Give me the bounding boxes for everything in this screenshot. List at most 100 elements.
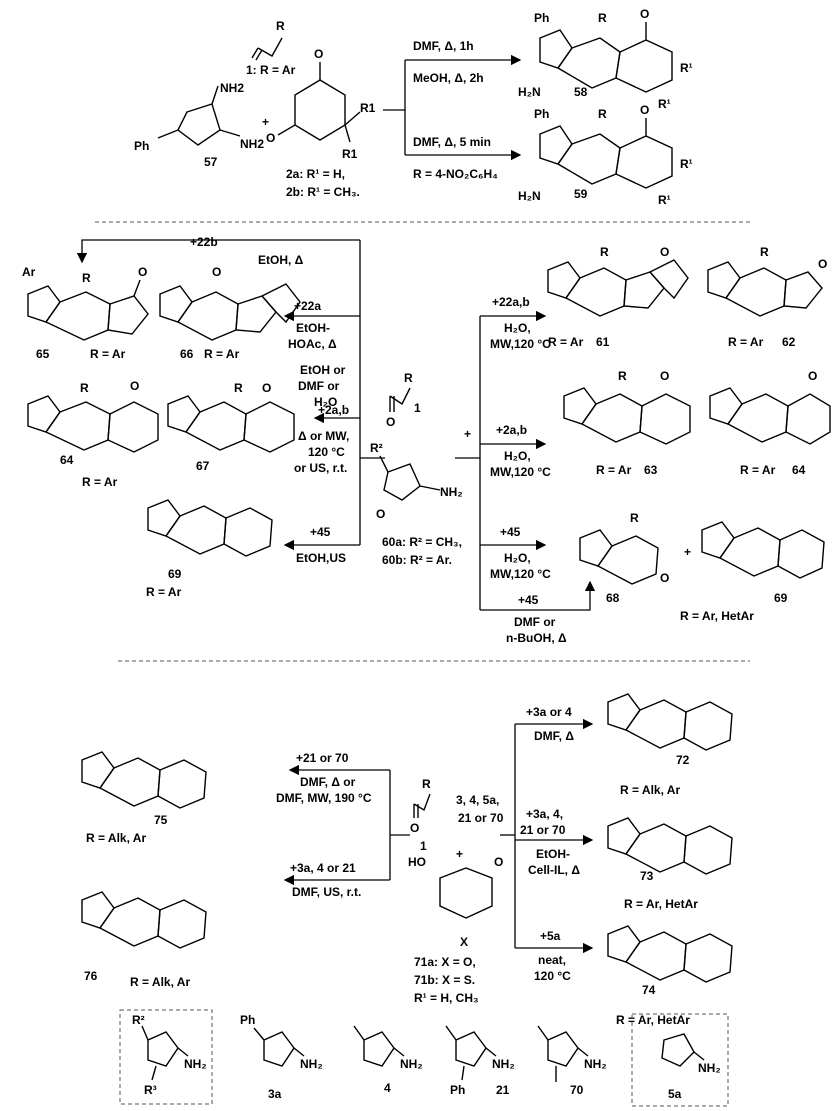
product-67-structure: R O 67: [167, 381, 295, 473]
plus-sign: +: [262, 115, 269, 129]
oxygen-label: O: [808, 369, 817, 383]
cond-75-1: DMF, Δ or: [300, 775, 356, 789]
p69-rlabel: R = Ar: [146, 585, 182, 599]
arrow-73-1: +3a, 4,: [526, 807, 563, 821]
product-73-structure: 73 R = Ar, HetAr: [607, 817, 733, 911]
p61-num: 61: [596, 335, 610, 349]
cond-2ab-left-5: 120 °C: [308, 445, 345, 459]
p59-num: 59: [574, 187, 588, 201]
cond-72: DMF, Δ: [534, 729, 574, 743]
cond-2ab-left-4: Δ or MW,: [298, 429, 349, 443]
plus-mid: +: [684, 545, 691, 559]
p58-num: 58: [574, 85, 588, 99]
p64b-rlabel: R = Ar: [740, 463, 776, 477]
label-2a: 2a: R¹ = H,: [286, 167, 345, 181]
center-60b: 60b: R² = Ar.: [382, 553, 452, 567]
c21-num: 21: [496, 1083, 510, 1097]
product-64-structure: O R 64 R = Ar: [27, 379, 159, 489]
cond-2ab-left-2: DMF or: [298, 379, 340, 393]
generic-r2: R²: [132, 1013, 145, 1027]
center3-list-2: 21 or 70: [458, 811, 504, 825]
p69b-num: 69: [774, 591, 788, 605]
generic-pyrazole: R² NH₂ R³: [132, 1013, 207, 1097]
cond-45-bottom-2: n-BuOH, Δ: [506, 631, 567, 645]
c70-nh2: NH₂: [584, 1057, 607, 1071]
center3-list-1: 3, 4, 5a,: [456, 793, 499, 807]
dione-2-structure: O O R1 R1 2a: R¹ = H, 2b: R¹ = CH₃.: [266, 47, 376, 199]
oxygen-label: O: [660, 245, 669, 259]
cond-45-bottom-1: DMF or: [514, 615, 556, 629]
p65-rlabel: R = Ar: [90, 347, 126, 361]
arrow-2ab-right: +2a,b: [496, 423, 527, 437]
product-74-structure: 74 R = Ar, HetAr: [607, 925, 733, 1027]
p59-r1b: R¹: [658, 193, 671, 207]
center-num1: 1: [414, 401, 421, 415]
cond-22b: EtOH, Δ: [258, 253, 304, 267]
c21-ph: Ph: [450, 1083, 465, 1097]
product-69-right-structure: 69 R = Ar, HetAr: [680, 521, 825, 623]
generic-structure-box: [119, 1009, 213, 1105]
p61-rlabel: R = Ar: [548, 335, 584, 349]
center-reactants-60: R O 1 + R² NH₂ O 60a: R² = CH₃, 60b: R² …: [370, 371, 471, 567]
nh2-label: NH2: [240, 137, 264, 151]
triazole-box: [631, 1013, 729, 1107]
center-r: R: [404, 371, 413, 385]
product-58-structure: O Ph R H₂N 58 R¹ R¹: [518, 7, 693, 111]
c4-num: 4: [384, 1081, 391, 1095]
panel-2: +22b EtOH, Δ +22a EtOH- HOAc, Δ EtOH or …: [22, 235, 831, 645]
center-r2: R²: [370, 441, 383, 455]
x-label: X: [460, 935, 468, 949]
oxygen-label: O: [660, 571, 669, 585]
oxygen-label: O: [410, 821, 419, 835]
oxygen-label: O: [640, 7, 649, 21]
oxygen-top-label: O: [314, 47, 323, 61]
p59-r: R: [598, 107, 607, 121]
c21-nh2: NH₂: [492, 1057, 515, 1071]
cond-73-2: Cell-IL, Δ: [528, 863, 580, 877]
arrow-2ab-left: +2a,b: [318, 403, 349, 417]
oxygen-left-label: O: [266, 131, 275, 145]
product-62-structure: R O R = Ar 62: [707, 245, 827, 349]
p72-rlabel: R = Alk, Ar: [620, 783, 680, 797]
cond-2ab-right-1: H₂O,: [504, 449, 531, 463]
p64-rlabel: R = Ar: [82, 475, 118, 489]
arrow-5a: +5a: [540, 929, 561, 943]
oxygen-label: O: [660, 369, 669, 383]
compound-5a: NH₂ 5a: [661, 1033, 721, 1101]
generic-nh2: NH₂: [184, 1057, 207, 1071]
product-68-structure: R O 68: [579, 511, 669, 605]
product-72-structure: 72 R = Alk, Ar: [607, 693, 733, 797]
cond-59-bottom: R = 4-NO₂C₆H₄: [413, 167, 498, 181]
center3-r: R: [422, 777, 431, 791]
cond-2ab-left-3: H₂O: [314, 395, 337, 409]
p58-ph: Ph: [534, 11, 549, 25]
p68-num: 68: [606, 591, 620, 605]
center-reactants-71: R O 1 3, 4, 5a, 21 or 70 + HO O X 71a: X…: [408, 777, 504, 1005]
p69b-rlabel: R = Ar, HetAr: [680, 609, 754, 623]
p68-r: R: [630, 511, 639, 525]
cond-45-right-1: H₂O,: [504, 551, 531, 565]
product-69-left-structure: 69 R = Ar: [146, 499, 273, 599]
oxygen-label: O: [138, 265, 147, 279]
p63-r: R: [618, 369, 627, 383]
product-64b-structure: O R = Ar 64: [709, 369, 831, 477]
nh2-top-label: NH2: [220, 81, 244, 95]
label-2b: 2b: R¹ = CH₃.: [286, 185, 360, 199]
p65-ar: Ar: [22, 265, 36, 279]
p61-r: R: [600, 245, 609, 259]
p74-rlabel: R = Ar, HetAr: [616, 1013, 690, 1027]
aldehyde-1-structure: R 1: R = Ar: [246, 19, 296, 77]
p63-num: 63: [644, 463, 658, 477]
product-59-structure: O Ph R H₂N 59 R¹ R¹: [518, 103, 693, 207]
cond-74-2: 120 °C: [534, 969, 571, 983]
compound-70: NH₂ 70: [537, 1025, 607, 1097]
compound-57-label: 57: [204, 155, 218, 169]
center-plus: +: [464, 427, 471, 441]
product-75-structure: R = Alk, Ar 75: [81, 751, 207, 845]
center3-71b: 71b: X = S.: [414, 973, 475, 987]
arrow-3a4: +3a or 4: [526, 705, 572, 719]
aminoimidazole-57-structure: NH2 Ph NH2 57: [134, 81, 264, 169]
p62-num: 62: [782, 335, 796, 349]
cond-2ab-left-1: EtOH or: [300, 363, 346, 377]
